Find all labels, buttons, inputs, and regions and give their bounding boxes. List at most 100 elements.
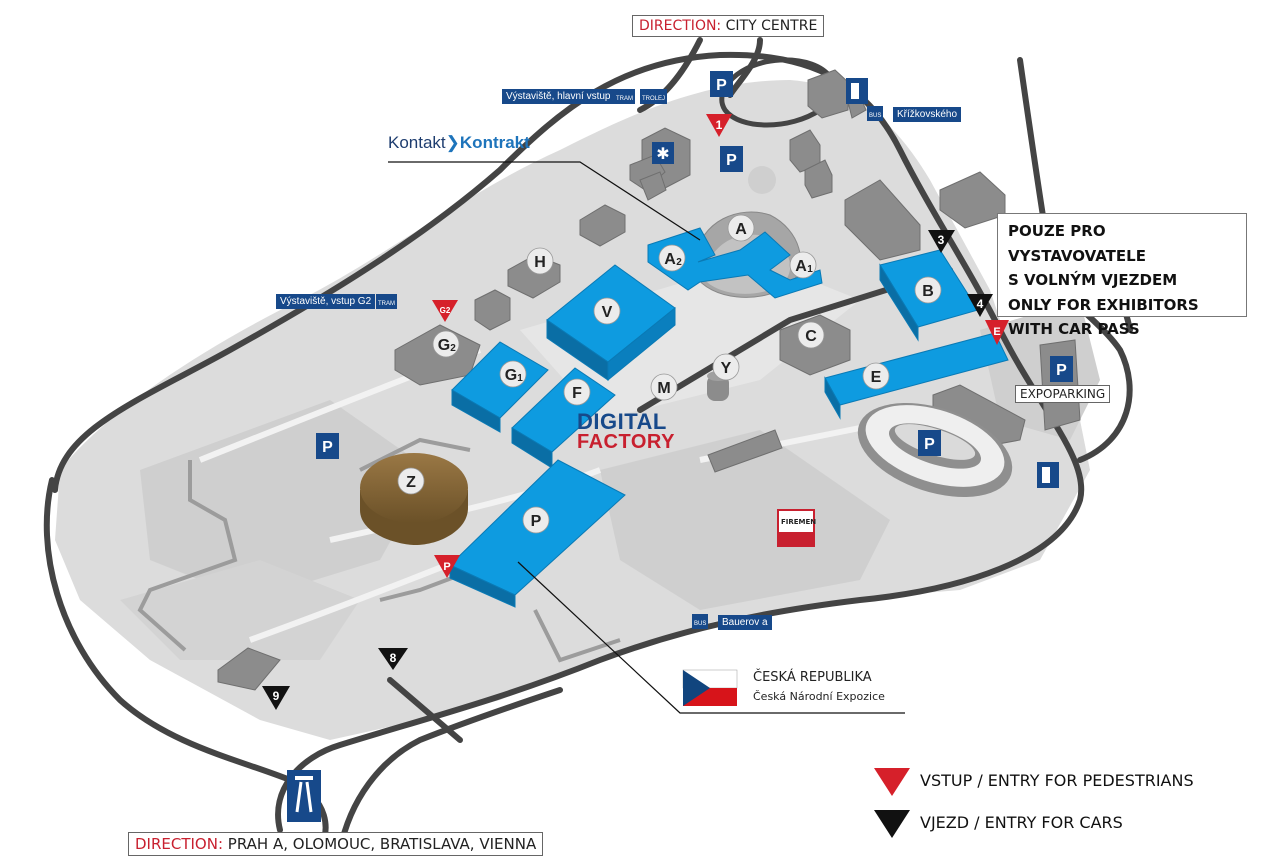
note-line: ONLY FOR EXHIBITORS — [1008, 295, 1199, 314]
car-entry-markers — [262, 230, 993, 710]
pavilion-label-v: V — [593, 297, 621, 325]
logo-part: Kontakt — [388, 133, 446, 152]
tram-icon: TRAM — [376, 294, 397, 309]
pedestrian-entry-markers — [432, 114, 1009, 578]
pavilion-label-a: A — [727, 214, 755, 242]
stop-label-krizkovskeho: Křížkovského — [893, 107, 962, 122]
svg-text:G: G — [505, 367, 517, 384]
legend-pedestrian-label: VSTUP / ENTRY FOR PEDESTRIANS — [920, 771, 1194, 790]
svg-text:A: A — [735, 221, 747, 238]
svg-text:1: 1 — [807, 264, 813, 275]
svg-text:Y: Y — [721, 360, 732, 377]
svg-text:P: P — [726, 152, 737, 169]
pavilion-label-c: C — [797, 321, 825, 349]
car-entry-label: 8 — [390, 651, 397, 665]
stop-label-bauerova: Bauerov a — [718, 615, 772, 630]
direction-prefix: DIRECTION: — [639, 18, 722, 34]
svg-text:B: B — [922, 283, 934, 300]
svg-text:C: C — [805, 328, 817, 345]
note-line: S VOLNÝM VJEZDEM — [1008, 271, 1178, 289]
exhibitors-note: POUZE PRO VYSTAVOVATELE S VOLNÝM VJEZDEM… — [997, 213, 1247, 338]
car-entry-label: 3 — [938, 233, 945, 247]
pedestrian-entry-label: G2 — [440, 306, 451, 315]
pavilion-label-p: P — [522, 506, 550, 534]
svg-text:P: P — [531, 513, 542, 530]
svg-text:P: P — [924, 436, 935, 453]
pedestrian-entry-label: P — [443, 561, 450, 573]
bus-icon: BUS — [692, 614, 709, 629]
note-line: POUZE PRO VYSTAVOVATELE — [1008, 222, 1146, 265]
direction-text: CITY CENTRE — [725, 18, 818, 34]
legend-pedestrian-icon — [874, 768, 910, 796]
svg-text:E: E — [871, 369, 882, 386]
direction-city-centre: DIRECTION: CITY CENTRE — [632, 15, 825, 37]
czech-subtitle: Česká Národní Expozice — [753, 690, 885, 703]
stop-label-g2: Výstaviště, vstup G2 — [276, 294, 376, 309]
direction-text: PRAH A, OLOMOUC, BRATISLAVA, VIENNA — [227, 835, 537, 853]
parking-sign: P — [918, 430, 941, 456]
expoparking-label: EXPOPARKING — [1015, 385, 1111, 403]
tram-icon: TRAM — [614, 89, 635, 104]
direction-prague: DIRECTION: PRAH A, OLOMOUC, BRATISLAVA, … — [128, 832, 544, 856]
svg-text:F: F — [572, 385, 582, 402]
pavilion-label-f: F — [563, 378, 591, 406]
note-line: WITH CAR PASS — [1008, 320, 1140, 338]
pedestrian-entry-label: E — [993, 326, 1000, 338]
parking-signs: P P P P P — [316, 71, 1073, 459]
car-entry-label: 9 — [273, 689, 280, 703]
svg-text:V: V — [602, 304, 613, 321]
outer-road — [52, 51, 1085, 833]
pavilion-label-h: H — [526, 247, 554, 275]
pavilion-label-b: B — [914, 276, 942, 304]
parking-sign: P — [710, 71, 733, 97]
firemen-label: FIREMEN — [781, 518, 817, 526]
svg-text:2: 2 — [676, 257, 682, 268]
svg-text:P: P — [1056, 362, 1067, 379]
pavilion-label-z: Z — [397, 467, 425, 495]
parking-sign: P — [720, 146, 743, 172]
parking-sign: P — [316, 433, 339, 459]
logo-line: FACTORY — [577, 431, 675, 453]
svg-text:G: G — [438, 337, 450, 354]
fuel-icon — [1037, 462, 1059, 488]
pedestrian-entry-label: 1 — [716, 118, 723, 132]
firemen-sign — [777, 509, 815, 547]
motorway-icon — [287, 770, 321, 822]
svg-text:Z: Z — [406, 474, 416, 491]
legend-car-icon — [874, 810, 910, 838]
svg-text:2: 2 — [450, 343, 456, 354]
svg-text:H: H — [534, 254, 546, 271]
fuel-icon — [846, 78, 868, 104]
svg-text:A: A — [795, 258, 807, 275]
svg-text:M: M — [657, 380, 670, 397]
czech-title: ČESKÁ REPUBLIKA — [753, 670, 872, 685]
parking-sign: P — [1050, 356, 1073, 382]
stop-label-main-entrance: Výstaviště, hlavní vstup — [502, 89, 615, 104]
car-entry-label: 4 — [977, 297, 984, 311]
kontakt-kontrakt-logo: Kontakt❯Kontrakt — [388, 133, 530, 153]
pavilion-z-dome — [360, 453, 468, 545]
svg-text:✱: ✱ — [656, 144, 669, 163]
pavilion-label-y: Y — [712, 353, 740, 381]
logo-part: Kontrakt — [459, 133, 530, 152]
svg-text:P: P — [322, 439, 333, 456]
medical-icon: ✱ — [652, 142, 674, 164]
chevron-right-icon: ❯ — [445, 133, 460, 152]
svg-text:P: P — [716, 77, 727, 94]
svg-text:A: A — [664, 251, 676, 268]
pavilion-label-m: M — [650, 373, 678, 401]
logo-line: DIGITAL — [577, 409, 667, 434]
digital-factory-logo: DIGITAL FACTORY — [577, 409, 675, 453]
trolleybus-icon: TROLEJ — [640, 89, 668, 104]
czech-flag-icon — [682, 669, 738, 706]
pavilion-label-e: E — [862, 362, 890, 390]
direction-prefix: DIRECTION: — [135, 835, 224, 853]
svg-text:1: 1 — [517, 373, 523, 384]
legend-car-label: VJEZD / ENTRY FOR CARS — [920, 813, 1123, 832]
